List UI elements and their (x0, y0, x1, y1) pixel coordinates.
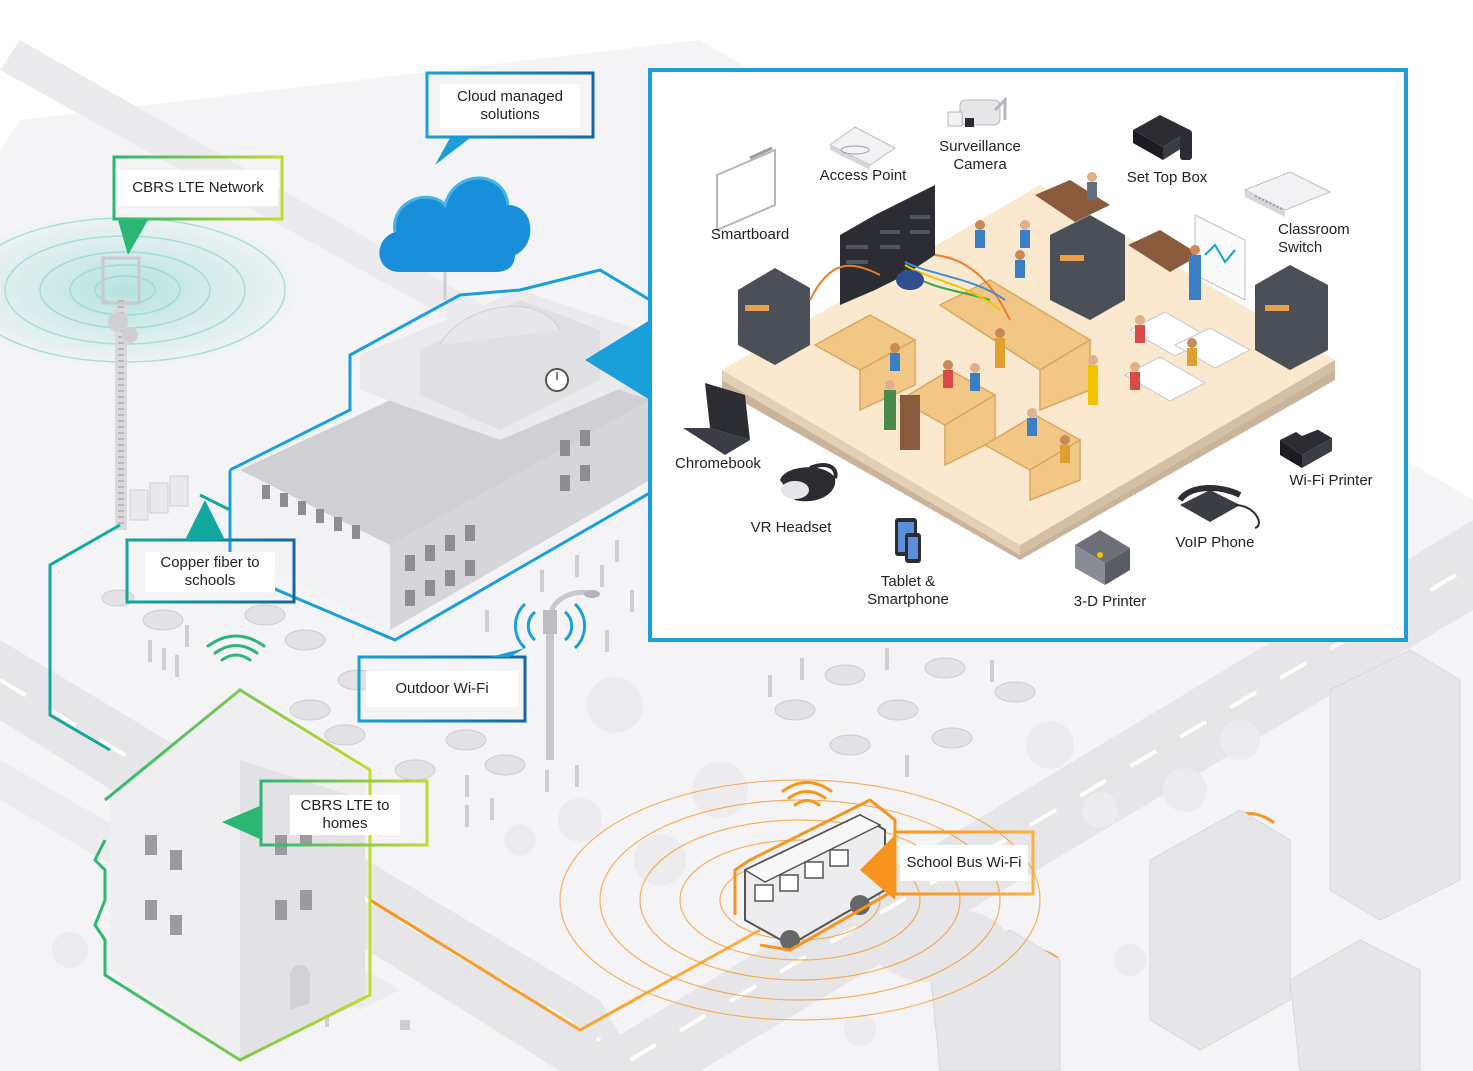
label-3d-printer: 3-D Printer (1073, 593, 1147, 610)
vr-headset-icon (780, 463, 838, 502)
label-wifi-printer: Wi-Fi Printer (1289, 472, 1373, 489)
surveillance-camera-icon (947, 96, 1007, 127)
label-set-top-box: Set Top Box (1126, 169, 1208, 186)
cloud-icon (379, 176, 531, 300)
classroom-switch-icon (1243, 171, 1332, 217)
label-tablet-smartphone: Tablet & Smartphone (867, 573, 949, 608)
home-building (93, 688, 372, 1062)
school-bus (559, 779, 1041, 1021)
callout-copper-fiber: Copper fiber to schools (145, 552, 275, 592)
chromebook-icon (683, 383, 750, 455)
wifi-icon-green (206, 634, 266, 662)
callout-cloud-managed: Cloud managed solutions (440, 84, 580, 128)
label-access-point: Access Point (819, 167, 907, 184)
callout-cbrs-lte-homes: CBRS LTE to homes (290, 795, 400, 835)
set-top-box-icon (1133, 115, 1192, 160)
classroom-furniture (738, 172, 1328, 502)
callout-cbrs-lte-network: CBRS LTE Network (118, 170, 278, 206)
3d-printer-icon (1075, 530, 1130, 585)
school-building (228, 268, 656, 642)
wifi-printer-icon (1280, 420, 1332, 468)
label-voip-phone: VoIP Phone (1175, 534, 1255, 551)
access-point-icon (829, 126, 896, 170)
label-smartboard: Smartboard (710, 226, 790, 243)
callout-school-bus-wifi: School Bus Wi-Fi (900, 845, 1028, 881)
label-classroom-switch: Classroom Switch (1278, 221, 1350, 256)
callout-outdoor-wifi: Outdoor Wi-Fi (366, 671, 518, 707)
smartboard-icon (716, 146, 776, 232)
label-surveillance-camera: Surveillance Camera (939, 138, 1021, 173)
label-vr-headset: VR Headset (750, 519, 832, 536)
label-chromebook: Chromebook (675, 455, 761, 472)
neighborhood (52, 649, 1461, 1071)
callout-frames (112, 71, 1035, 896)
tablet-smartphone-icon (895, 518, 921, 563)
street-lamp (513, 589, 600, 760)
voip-phone-icon (1177, 485, 1260, 529)
classroom-floor (722, 185, 1335, 560)
